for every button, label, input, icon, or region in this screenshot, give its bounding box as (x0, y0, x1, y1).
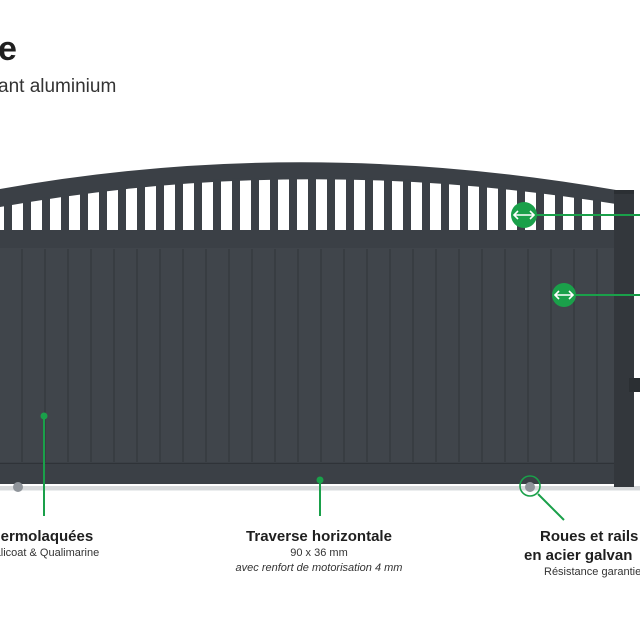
callout-roues: Roues et rails en acier galvan Résistanc… (512, 527, 640, 580)
arch-bar (498, 186, 506, 232)
arch-bar (308, 177, 316, 232)
arch-bar (365, 178, 373, 232)
arch-bar (327, 177, 335, 232)
callout-ring-roues (519, 475, 541, 497)
arch-bar (270, 177, 278, 232)
arch-top-rail (0, 162, 616, 207)
callout-thermo-sub: Qualicoat & Qualimarine (0, 547, 100, 559)
callout-thermo-heading: s thermolaquées (0, 528, 94, 545)
double-arrow-glyph (512, 210, 536, 220)
callout-traverse-heading: Traverse horizontale (246, 528, 392, 545)
arch-bar (232, 178, 240, 232)
callout-traverse: Traverse horizontale 90 x 36 mm avec ren… (219, 527, 419, 576)
arch-bar (403, 179, 411, 232)
callout-roues-heading2: en acier galvan (524, 547, 633, 564)
arch-bar (251, 178, 259, 232)
horizontal-rail (0, 230, 616, 248)
arch-bar (137, 185, 145, 232)
arch-bar (536, 191, 544, 232)
arch-bar (441, 182, 449, 232)
bottom-rail (0, 462, 616, 484)
arch-bar (460, 183, 468, 232)
arch-bar (175, 182, 183, 232)
arch-bar (118, 187, 126, 232)
wheel-right (525, 482, 535, 492)
arch-bar (346, 177, 354, 232)
callout-dot-traverse (316, 476, 324, 484)
wheel-left (13, 482, 23, 492)
callout-roues-sub: Résistance garantie (544, 566, 640, 578)
callout-traverse-dims: 90 x 36 mm (290, 547, 348, 559)
arch-bar (384, 178, 392, 232)
arch-bar (99, 189, 107, 232)
arch-bar (156, 183, 164, 232)
arch-bar (80, 191, 88, 232)
gate-post (614, 190, 634, 487)
arch-bar (555, 193, 563, 232)
arch-bar (4, 203, 12, 232)
callout-traverse-note: avec renfort de motorisation 4 mm (235, 562, 403, 574)
arch-bar (61, 194, 69, 232)
page-subtitle: ant aluminium (0, 76, 117, 97)
double-arrow-glyph (553, 290, 575, 300)
arch-bar (23, 200, 31, 232)
callout-line-roues (537, 493, 565, 521)
gate-panel (0, 248, 616, 466)
arch-bar (479, 185, 487, 232)
arch-bar (289, 177, 297, 232)
callout-thermo: s thermolaquées Qualicoat & Qualimarine (0, 527, 140, 561)
page-title: e (0, 30, 17, 68)
arch-bar (422, 180, 430, 232)
post-bracket (629, 378, 640, 392)
callout-roues-heading1: Roues et rails (540, 528, 639, 545)
callout-dot-thermo (40, 412, 48, 420)
arch-bar (194, 180, 202, 232)
arch-bar (213, 179, 221, 232)
arch-bar (42, 197, 50, 232)
